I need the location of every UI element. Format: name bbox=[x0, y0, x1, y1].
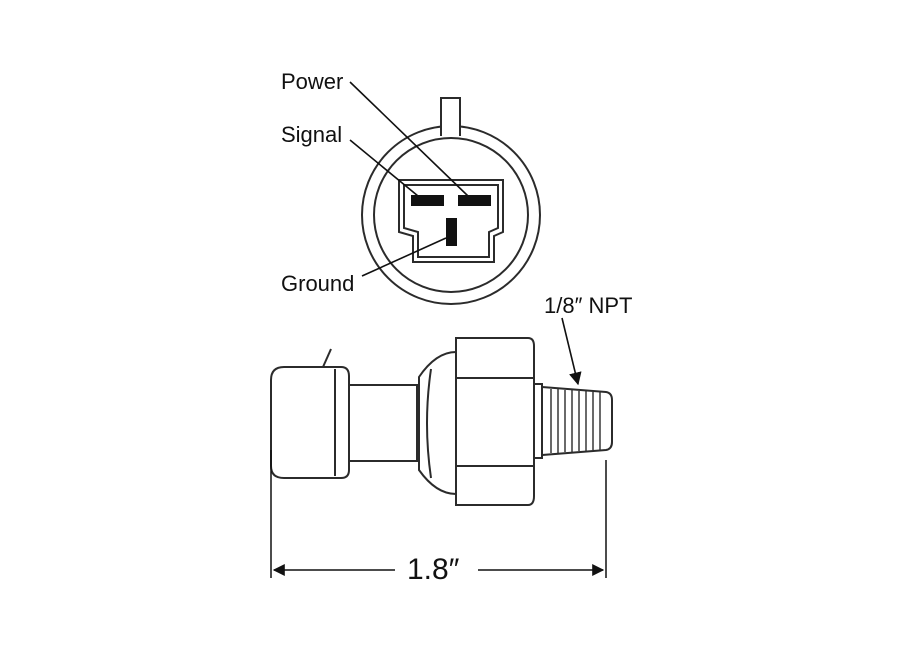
connector-inner-ring bbox=[373, 137, 529, 293]
signal-pin bbox=[411, 195, 444, 206]
callout-leaders bbox=[349, 81, 469, 277]
hex-nut bbox=[455, 337, 535, 506]
connector-housing bbox=[270, 366, 350, 479]
sensor-neck bbox=[348, 384, 418, 462]
power-label: Power bbox=[281, 69, 344, 94]
sensor-shoulder bbox=[418, 350, 457, 496]
connector-key-inner-outline bbox=[403, 184, 499, 258]
ground-leader-line bbox=[361, 237, 447, 277]
ground-label: Ground bbox=[281, 271, 355, 296]
sensor-side-view bbox=[270, 337, 613, 506]
connector-pins bbox=[411, 195, 491, 246]
power-leader-line bbox=[349, 81, 469, 197]
connector-key-outline bbox=[398, 179, 504, 263]
signal-leader-line bbox=[349, 139, 419, 197]
thread-lines bbox=[550, 389, 601, 453]
connector-face-view bbox=[361, 97, 541, 305]
thread-leader-arrow bbox=[561, 317, 582, 386]
length-dimension-label: 1.8″ bbox=[407, 553, 460, 586]
connector-outer-ring bbox=[361, 125, 541, 305]
threaded-fitting bbox=[541, 385, 613, 457]
shoulder-inner-curve bbox=[426, 368, 432, 479]
housing-latch bbox=[322, 348, 332, 368]
connector-latch-tab bbox=[440, 97, 461, 136]
dimension-lines bbox=[270, 450, 607, 578]
thread-collar bbox=[533, 383, 543, 459]
power-pin bbox=[458, 195, 491, 206]
signal-label: Signal bbox=[281, 122, 343, 147]
ground-pin bbox=[446, 218, 457, 246]
thread-size-label: 1/8″ NPT bbox=[544, 293, 633, 318]
